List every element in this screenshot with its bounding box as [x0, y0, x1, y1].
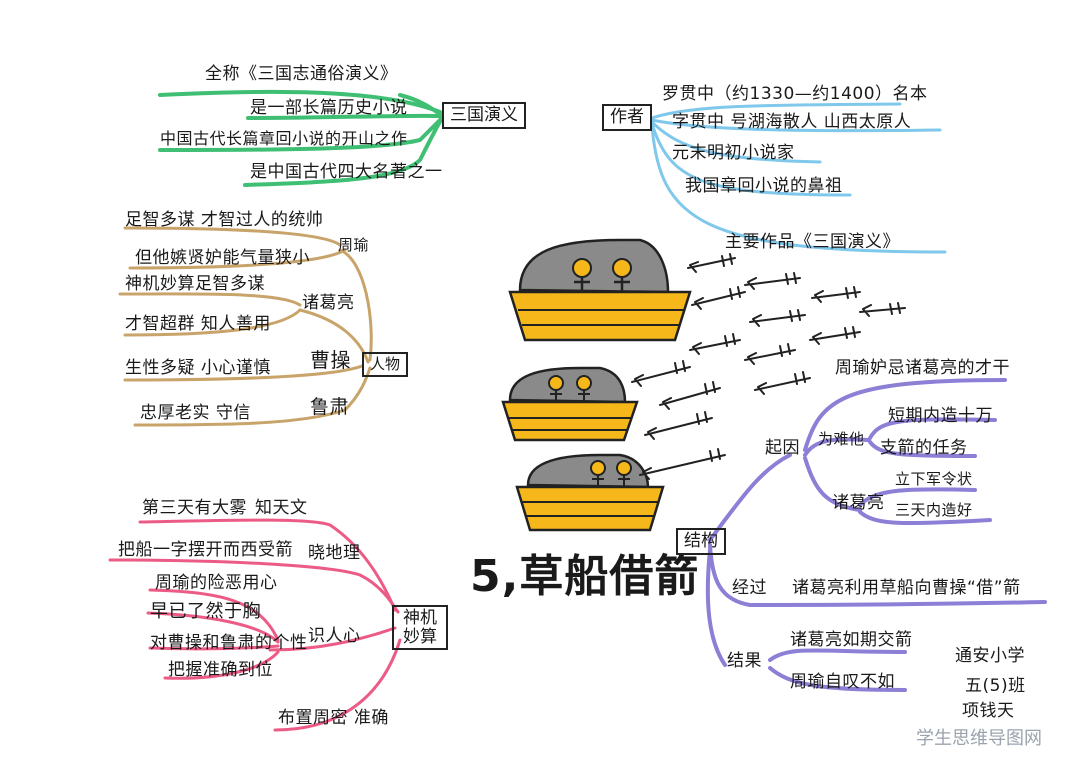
result-label: 结果 [727, 651, 762, 671]
dili-label: 晓地理 [308, 543, 361, 563]
zhouyu-label: 周瑜 [338, 236, 370, 254]
tianwen-label: 知天文 [255, 498, 308, 518]
cause-zhuge-label: 诸葛亮 [832, 493, 885, 513]
sanguo-branch-lines [158, 89, 444, 187]
author-item-name: 罗贯中（约1330—约1400）名本 [662, 84, 928, 104]
signature-class: 五(5)班 [965, 676, 1026, 696]
weinan-label: 为难他 [818, 430, 865, 448]
zhuge-trait-2: 才智超群 知人善用 [125, 314, 271, 334]
boat-bottom [515, 453, 665, 532]
process-detail: 诸葛亮利用草船向曹操“借”箭 [792, 578, 1021, 598]
signature-school: 通安小学 [955, 646, 1025, 666]
lusu-label: 鲁肃 [310, 396, 350, 418]
lusu-trait: 忠厚老实 守信 [140, 403, 251, 423]
zhuge-item-1: 立下军令状 [895, 470, 973, 488]
boat-middle [501, 366, 639, 442]
arrows [631, 253, 906, 480]
zhuge-item-2: 三天内造好 [895, 501, 973, 519]
people-branch-lines [118, 226, 373, 427]
renxin-label: 识人心 [308, 626, 361, 646]
sanguo-item-classic: 是中国古代四大名著之一 [250, 162, 443, 182]
shenji-node: 神机妙算 [392, 605, 448, 651]
people-node: 人物 [362, 352, 409, 377]
result-item-2: 周瑜自叹不如 [790, 672, 895, 692]
zhuge-trait-1: 神机妙算足智多谋 [125, 274, 265, 294]
zhouyu-trait-2: 但他嫉贤妒能气量狭小 [135, 248, 310, 268]
weinan-item-2: 支箭的任务 [880, 438, 968, 458]
author-item-courtesy: 字贯中 号湖海散人 山西太原人 [672, 112, 912, 132]
tianwen-detail: 第三天有大雾 [142, 498, 247, 518]
renxin-detail-4: 把握准确到位 [168, 660, 273, 680]
zhuge-label: 诸葛亮 [302, 293, 355, 313]
sanguo-item-novel: 是一部长篇历史小说 [250, 98, 408, 118]
cause-jealousy: 周瑜妒忌诸葛亮的才干 [835, 358, 1010, 378]
renxin-detail-2: 早已了然于胸 [150, 601, 261, 622]
watermark-text: 学生思维导图网 [916, 728, 1042, 749]
map-title: 5,草船借箭 [470, 551, 700, 602]
bushu-text: 布置周密 准确 [278, 708, 389, 728]
sanguo-node: 三国演义 [442, 102, 526, 129]
signature-name: 项钱天 [962, 701, 1015, 721]
boat-top [508, 238, 692, 342]
result-item-1: 诸葛亮如期交箭 [790, 630, 913, 650]
author-item-founder: 我国章回小说的鼻祖 [685, 176, 843, 196]
author-item-works: 主要作品《三国演义》 [725, 232, 900, 252]
author-branch-lines [650, 102, 947, 254]
author-item-era: 元末明初小说家 [672, 143, 795, 163]
structure-branch-lines [705, 378, 1047, 692]
sanguo-item-pioneer: 中国古代长篇章回小说的开山之作 [160, 129, 408, 148]
renxin-detail-1: 周瑜的险恶用心 [155, 573, 278, 593]
shenji-branch-lines [108, 518, 402, 732]
caocao-trait: 生性多疑 小心谨慎 [125, 358, 271, 378]
author-node: 作者 [602, 104, 652, 131]
structure-node: 结构 [676, 528, 726, 555]
zhouyu-trait-1: 足智多谋 才智过人的统帅 [125, 210, 324, 230]
renxin-detail-3: 对曹操和鲁肃的个性 [150, 633, 308, 653]
cause-label: 起因 [765, 438, 800, 458]
sanguo-item-fullname: 全称《三国志通俗演义》 [205, 64, 398, 84]
caocao-label: 曹操 [310, 348, 351, 372]
process-label: 经过 [732, 578, 767, 598]
weinan-item-1: 短期内造十万 [888, 406, 993, 426]
dili-detail: 把船一字摆开而西受箭 [118, 540, 293, 560]
